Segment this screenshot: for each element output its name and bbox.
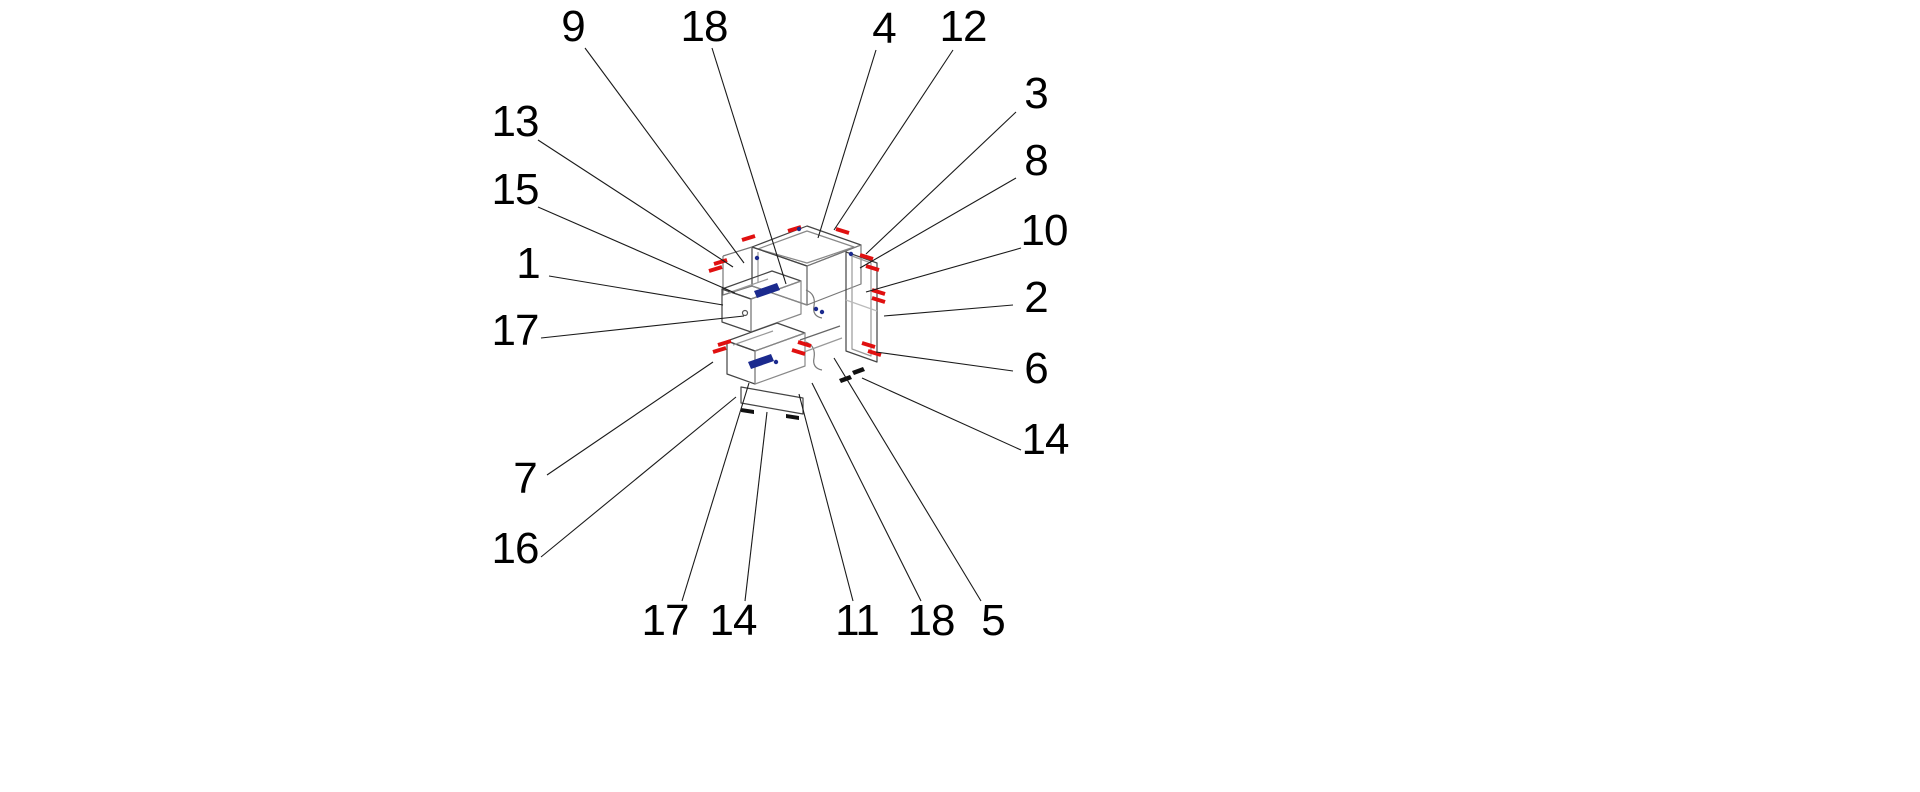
highlight-marks bbox=[708, 225, 886, 357]
blue-hardware-parts bbox=[748, 226, 854, 369]
callout-label-11: 11 bbox=[835, 596, 880, 645]
leader-lines bbox=[537, 47, 1022, 602]
callout-label-5: 5 bbox=[981, 596, 1006, 645]
callout-label-4: 4 bbox=[872, 4, 897, 53]
callout-label-2: 2 bbox=[1024, 273, 1049, 322]
callout-label-17-left: 17 bbox=[491, 306, 540, 355]
callout-label-3: 3 bbox=[1024, 69, 1049, 118]
callout-label-17-bottom: 17 bbox=[641, 596, 690, 645]
callout-label-16: 16 bbox=[491, 524, 540, 573]
callout-label-10: 10 bbox=[1020, 206, 1069, 255]
cabinet-wireframe bbox=[721, 225, 878, 415]
black-fitting-parts bbox=[741, 367, 865, 420]
callout-label-8: 8 bbox=[1024, 136, 1049, 185]
callout-label-12: 12 bbox=[939, 2, 988, 51]
callout-label-9: 9 bbox=[561, 2, 586, 51]
callout-label-7: 7 bbox=[513, 454, 538, 503]
callout-label-14-right: 14 bbox=[1021, 415, 1070, 464]
callout-label-15: 15 bbox=[491, 165, 540, 214]
callout-label-6: 6 bbox=[1024, 344, 1049, 393]
callout-label-14-bottom: 14 bbox=[709, 596, 758, 645]
callout-label-18-bottom: 18 bbox=[907, 596, 956, 645]
callout-label-18-top: 18 bbox=[680, 2, 729, 51]
callout-label-1: 1 bbox=[516, 239, 541, 288]
callout-label-13: 13 bbox=[491, 97, 540, 146]
